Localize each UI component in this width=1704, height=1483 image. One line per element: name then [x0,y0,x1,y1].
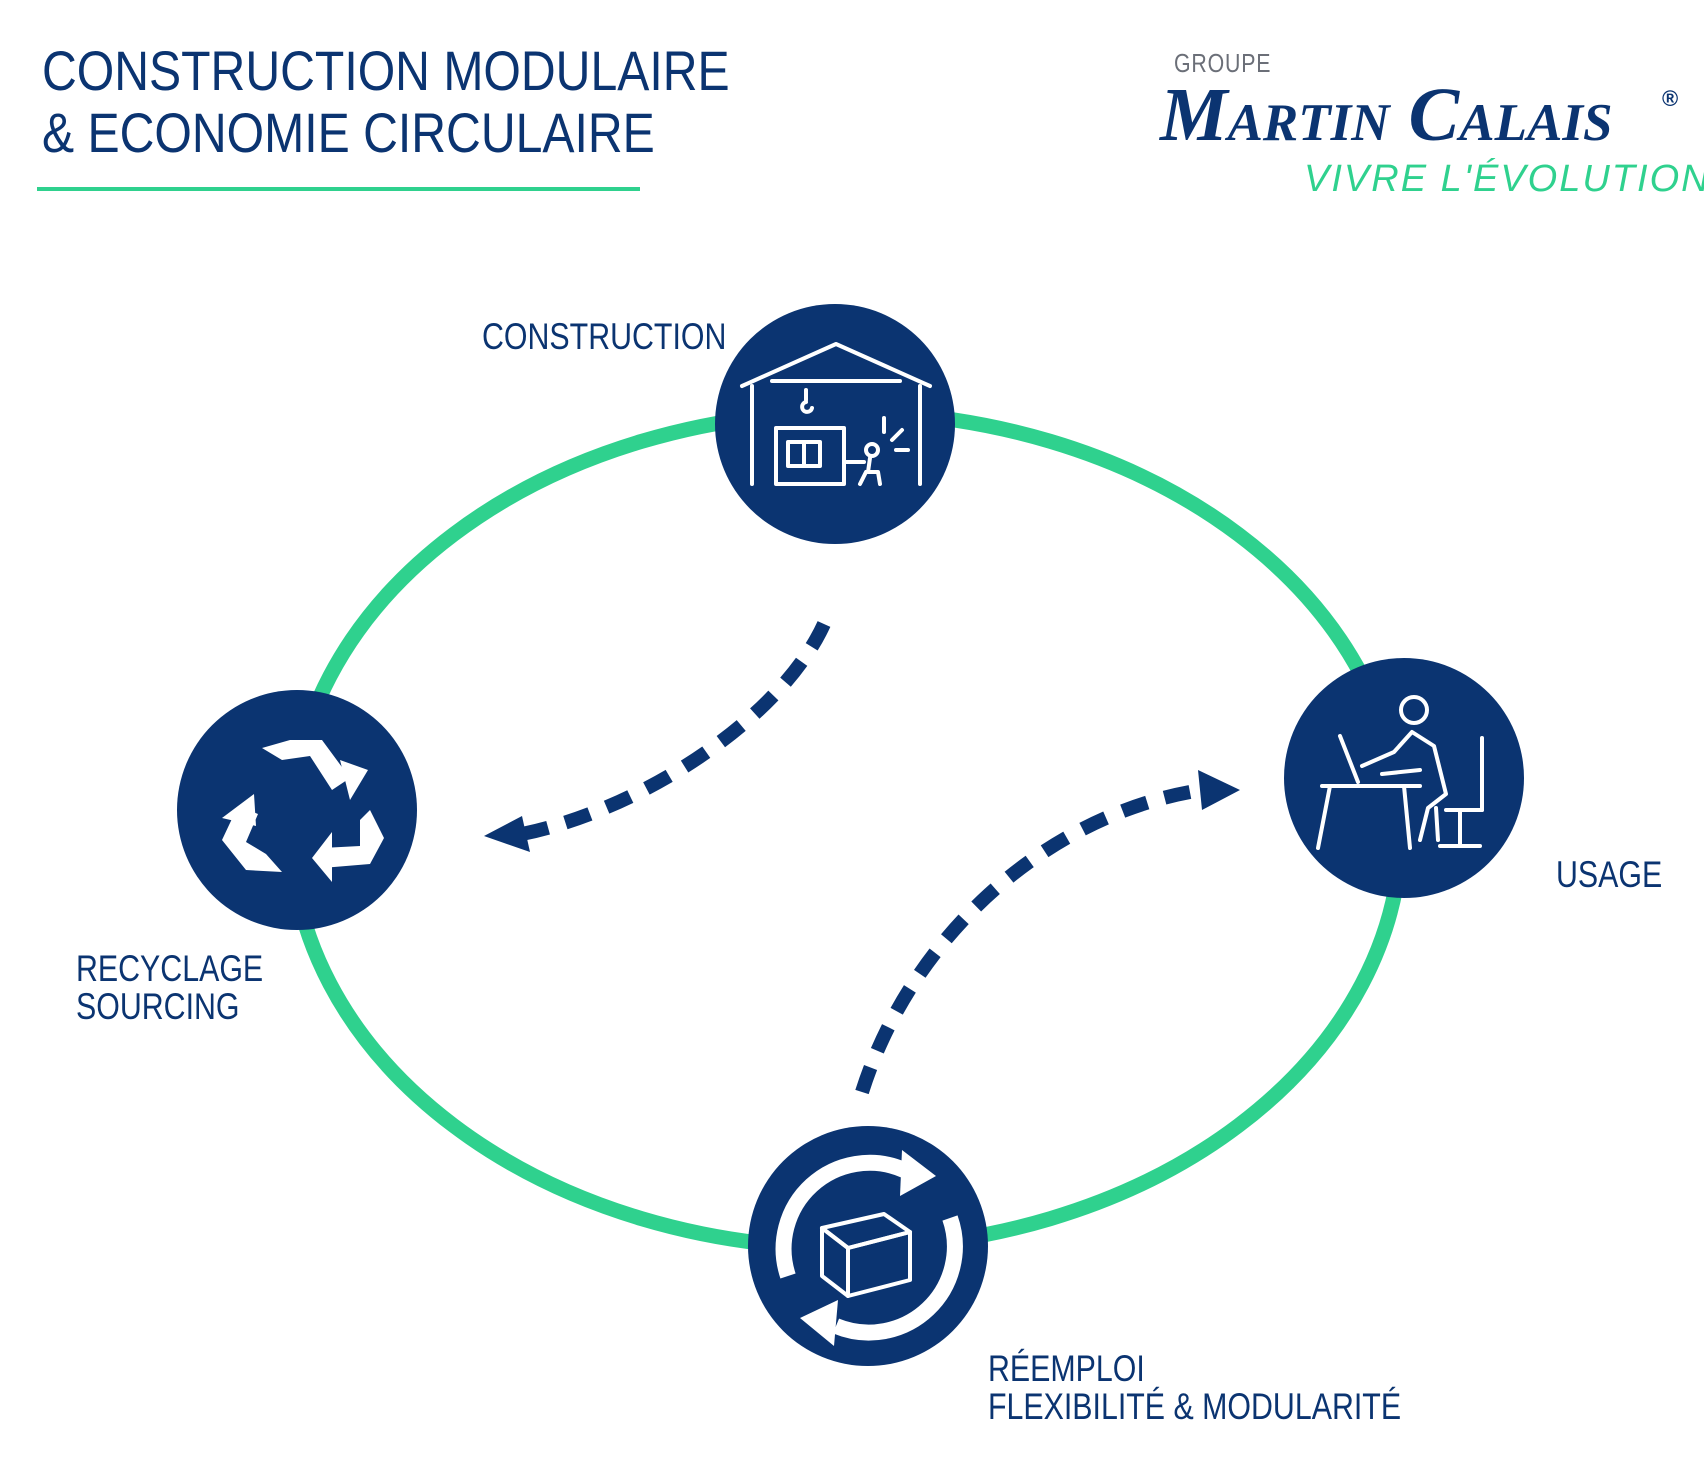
logo-tagline: VIVRE L'ÉVOLUTION [1304,158,1704,200]
title-line-2: & ECONOMIE CIRCULAIRE [42,101,655,164]
logo-groupe-text: GROUPE [1174,48,1272,78]
person-at-desk-icon [1316,695,1484,850]
reemploi-label-line-2: FLEXIBILITÉ & MODULARITÉ [988,1386,1402,1427]
recycle-icon [222,740,384,882]
recyclage-label-line-2: SOURCING [76,986,240,1027]
recyclage-node [177,690,417,930]
construction-node [715,304,955,544]
title-underline [37,187,640,191]
page-title: CONSTRUCTION MODULAIRE & ECONOMIE CIRCUL… [42,40,730,164]
dashed-arrow-to-usage [855,770,1240,1095]
reemploi-label-line-1: RÉEMPLOI [988,1348,1145,1389]
construction-label: CONSTRUCTION [482,316,727,357]
title-line-1: CONSTRUCTION MODULAIRE [42,39,730,102]
recyclage-label: RECYCLAGE SOURCING [76,950,263,1026]
box-cycle-icon [775,1150,963,1346]
usage-label: USAGE [1556,854,1663,895]
factory-crane-icon [740,342,932,486]
dashed-arrow-to-recyclage [484,621,831,852]
recyclage-label-line-1: RECYCLAGE [76,948,264,989]
usage-node [1284,658,1524,898]
reemploi-node [748,1126,988,1366]
company-logo: GROUPE Martin Calais ® VIVRE L'ÉVOLUTION [1160,48,1704,208]
reemploi-label: RÉEMPLOI FLEXIBILITÉ & MODULARITÉ [988,1350,1401,1426]
logo-company-name: Martin Calais [1160,73,1613,157]
logo-registered-mark: ® [1662,86,1679,111]
